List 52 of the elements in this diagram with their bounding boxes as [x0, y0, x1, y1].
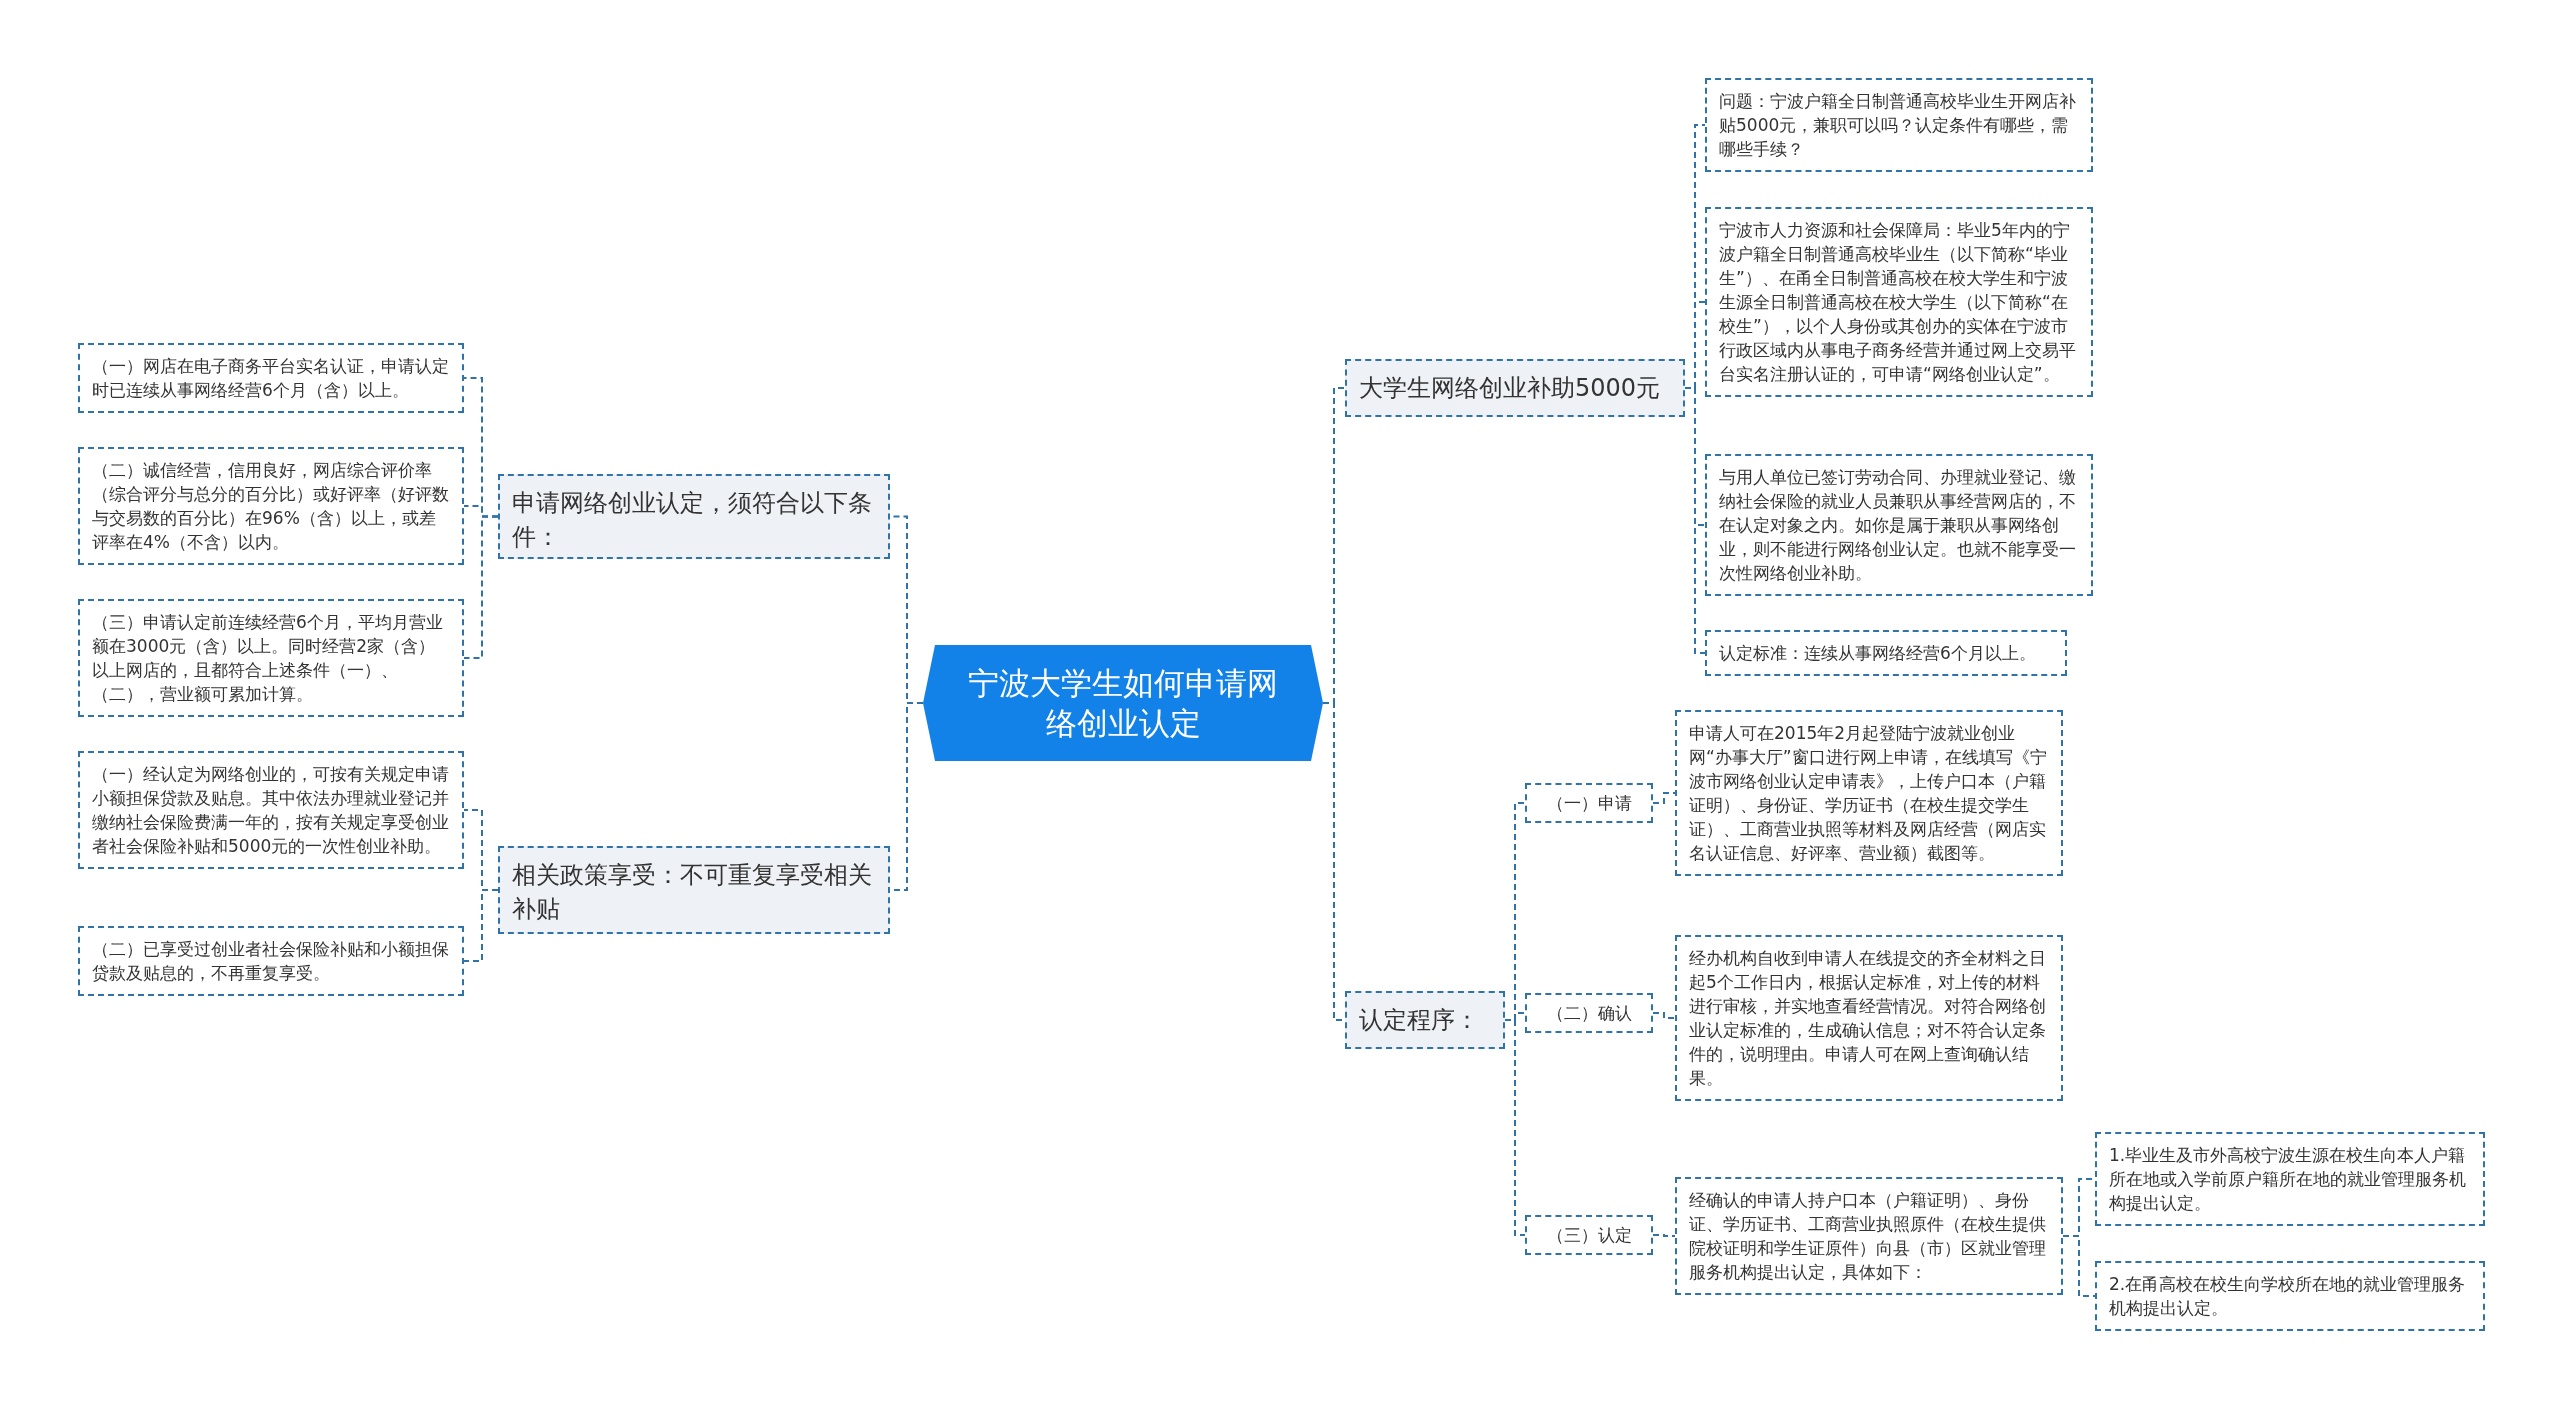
- node-text: （二）诚信经营，信用良好，网店综合评价率（综合评分与总分的百分比）或好评率（好评数与交易数的百分比）在96%（含）以上，或差评率在4%（不含）以内。: [92, 459, 450, 554]
- node-text: 申请人可在2015年2月起登陆宁波就业创业网“办事大厅”窗口进行网上申请，在线填写《宁波市网络创业认定申请表》，上传户口本（户籍证明）、身份证、学历证书（在校生提交学生证）、工商营业执照等材料及网店经营（网店实名认证信息、好评率、营业额）截图等。: [1689, 722, 2048, 865]
- note-box: [78, 751, 464, 869]
- topic-box: [498, 474, 890, 559]
- connector-line: [1684, 387, 1706, 654]
- node-text: （一）网店在电子商务平台实名认证，申请认定时已连续从事网络经营6个月（含）以上。: [92, 355, 450, 402]
- node-text: （一）经认定为网络创业的，可按有关规定申请小额担保贷款及贴息。其中依法办理就业登记并缴纳社会保险费满一年的，按有关规定享受创业者社会保险补贴和5000元的一次性创业补助。: [92, 763, 450, 858]
- connector-line: [463, 515, 499, 659]
- node-text: 宁波市人力资源和社会保障局：毕业5年内的宁波户籍全日制普通高校毕业生（以下简称“毕业生”）、在甬全日制普通高校在校大学生和宁波生源全日制普通高校在校大学生（以下简称“在校生”），以个人身份或其创办的实体在宁波市行政区域内从事电子商务经营并通过网上交易平台实名注册认证的，可申请“网络创业认定”。: [1719, 219, 2077, 386]
- note-box: [78, 926, 464, 996]
- node-text: （三）认定: [1545, 1224, 1633, 1247]
- note-box: [1675, 1177, 2063, 1295]
- note-box: [1705, 207, 2093, 397]
- node-text: 申请网络创业认定，须符合以下条件：: [512, 488, 873, 553]
- note-box: [78, 343, 464, 413]
- node-text: 大学生网络创业补助5000元: [1359, 373, 1662, 404]
- connector-line: [1652, 1234, 1676, 1237]
- node-text: （三）申请认定前连续经营6个月，平均月营业额在3000元（含）以上。同时经营2家（含）以上网店的，且都符合上述条件（一）、（二），营业额可累加计算。: [92, 611, 444, 706]
- node-text: 与用人单位已签订劳动合同、办理就业登记、缴纳社会保险的就业人员兼职从事经营网店的，不在认定对象之内。如你是属于兼职从事网络创业，则不能进行网络创业认定。也就不能享受一次性网络创业补助。: [1719, 466, 2077, 585]
- note-box: [2095, 1261, 2485, 1331]
- note-box: [1675, 935, 2063, 1101]
- connector-line: [463, 889, 499, 962]
- connector-line: [1652, 1012, 1676, 1019]
- topic-box: [1345, 359, 1685, 417]
- step-box: [1525, 993, 1653, 1033]
- note-box: [1705, 454, 2093, 596]
- node-text: （二）确认: [1545, 1002, 1633, 1025]
- node-text: 认定标准：连续从事网络经营6个月以上。: [1719, 642, 2037, 665]
- node-text: 相关政策享受：不可重复享受相关补贴: [512, 860, 873, 925]
- node-text: 2.在甬高校在校生向学校所在地的就业管理服务机构提出认定。: [2109, 1273, 2467, 1320]
- connector-line: [1652, 792, 1676, 804]
- node-text: 认定程序：: [1359, 1005, 1480, 1036]
- note-box: [1705, 630, 2067, 676]
- node-text: 经办机构自收到申请人在线提交的齐全材料之日起5个工作日内，根据认定标准，对上传的材料进行审核，并实地查看经营情况。对符合网络创业认定标准的，生成确认信息；对不符合认定条件的，说明理由。申请人可在网上查询确认结果。: [1689, 947, 2047, 1090]
- node-text: 宁波大学生如何申请网络创业认定: [967, 664, 1279, 743]
- note-box: [78, 599, 464, 717]
- topic-box: [498, 846, 890, 934]
- connector-line: [1504, 1019, 1526, 1236]
- node-text: 经确认的申请人持户口本（户籍证明）、身份证、学历证书、工商营业执照原件（在校生提供院校证明和学生证原件）向县（市）区就业管理服务机构提出认定，具体如下：: [1689, 1189, 2047, 1284]
- topic-box: [1345, 991, 1505, 1049]
- note-box: [2095, 1132, 2485, 1226]
- note-box: [78, 447, 464, 565]
- step-box: [1525, 1215, 1653, 1255]
- node-text: （一）申请: [1545, 792, 1633, 815]
- central-topic: [923, 645, 1323, 761]
- step-box: [1525, 783, 1653, 823]
- node-text: 1.毕业生及市外高校宁波生源在校生向本人户籍所在地或入学前原户籍所在地的就业管理服务机构提出认定。: [2109, 1144, 2467, 1215]
- node-text: 问题：宁波户籍全日制普通高校毕业生开网店补贴5000元，兼职可以吗？认定条件有哪些，需哪些手续？: [1719, 90, 2077, 161]
- note-box: [1675, 710, 2063, 876]
- connector-line: [2062, 1235, 2096, 1297]
- node-text: （二）已享受过创业者社会保险补贴和小额担保贷款及贴息的，不再重复享受。: [92, 938, 450, 985]
- note-box: [1705, 78, 2093, 172]
